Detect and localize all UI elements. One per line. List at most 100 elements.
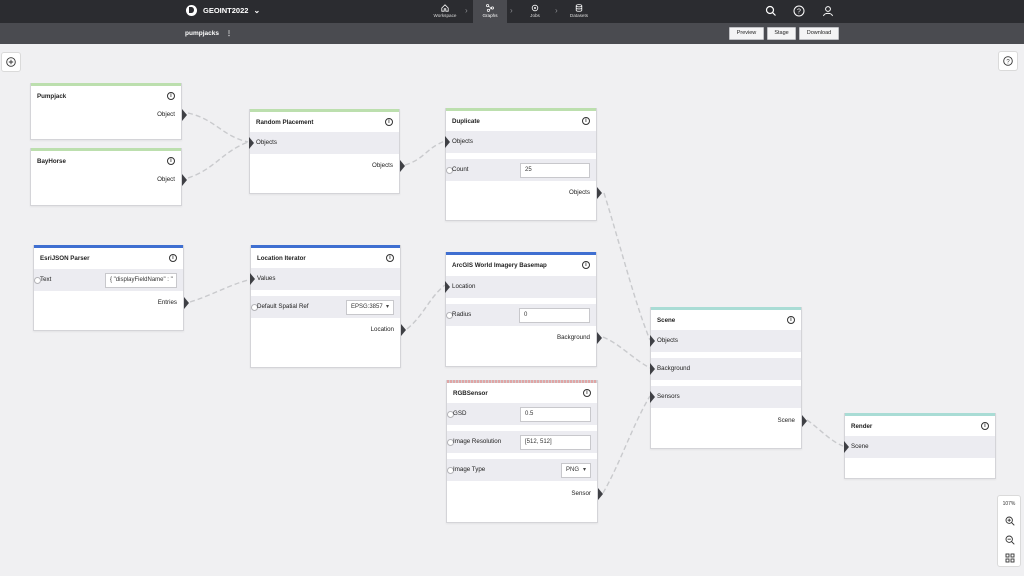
output-port[interactable]: [598, 488, 603, 500]
output-label: Objects: [569, 189, 590, 196]
gsd-input[interactable]: 0.5: [520, 407, 591, 422]
fit-view-icon[interactable]: [1005, 553, 1015, 563]
output-port[interactable]: [597, 332, 602, 344]
chevron-right-icon: ›: [555, 6, 558, 15]
image-resolution-input[interactable]: [512, 512]: [520, 435, 591, 450]
graph-icon: [486, 4, 494, 12]
graph-canvas[interactable]: Pumpjack i Object BayHorse i Object Rand…: [0, 44, 1024, 576]
output-label: Entries: [157, 299, 177, 306]
output-port[interactable]: [400, 160, 405, 172]
input-port[interactable]: [250, 301, 258, 313]
input-port[interactable]: [844, 441, 849, 453]
input-row-radius: Radius 0: [446, 304, 596, 326]
download-button[interactable]: Download: [799, 27, 839, 40]
input-port[interactable]: [446, 436, 454, 448]
tab-graphs[interactable]: Graphs: [473, 0, 507, 23]
node-rgbsensor[interactable]: RGBSensor i GSD 0.5 Image Resolution [51…: [446, 380, 603, 523]
info-icon[interactable]: i: [787, 316, 795, 324]
zoom-in-icon[interactable]: [1005, 516, 1015, 526]
input-port[interactable]: [650, 335, 655, 347]
node-arcgis-basemap[interactable]: ArcGIS World Imagery Basemap i Location …: [445, 252, 602, 367]
node-render[interactable]: Render i Scene: [844, 413, 996, 479]
jobs-icon: [531, 4, 539, 12]
tab-workspace[interactable]: Workspace: [428, 0, 462, 23]
input-port[interactable]: [445, 136, 450, 148]
info-icon[interactable]: i: [582, 261, 590, 269]
connection-layer: [187, 112, 844, 494]
output-row: Object: [31, 104, 187, 126]
tab-jobs[interactable]: Jobs: [518, 0, 552, 23]
more-options-icon[interactable]: ⋮: [225, 30, 233, 37]
node-location-iterator[interactable]: Location Iterator i Values Default Spati…: [250, 245, 406, 368]
preview-button[interactable]: Preview: [729, 27, 764, 40]
node-color-bar: [447, 380, 597, 383]
svg-text:?: ?: [1006, 59, 1010, 65]
node-color-bar: [446, 108, 596, 111]
add-node-button[interactable]: [1, 52, 21, 72]
input-port[interactable]: [33, 274, 41, 286]
search-icon[interactable]: [765, 5, 777, 17]
info-icon[interactable]: i: [169, 254, 177, 262]
output-port[interactable]: [182, 109, 187, 121]
output-row: Objects: [250, 155, 405, 177]
count-input[interactable]: 25: [520, 163, 590, 178]
input-port[interactable]: [650, 391, 655, 403]
connection-bayhorse-random: [187, 141, 249, 179]
node-bayhorse[interactable]: BayHorse i Object: [30, 148, 187, 206]
workspace-switcher[interactable]: GEOINT2022 ⌄: [186, 5, 260, 16]
info-icon[interactable]: i: [386, 254, 394, 262]
input-port[interactable]: [446, 464, 454, 476]
output-port[interactable]: [182, 174, 187, 186]
output-port[interactable]: [184, 297, 189, 309]
help-button[interactable]: ?: [998, 51, 1018, 71]
tab-datasets[interactable]: Datasets: [562, 0, 596, 23]
stage-button[interactable]: Stage: [767, 27, 796, 40]
input-row-gsd: GSD 0.5: [447, 403, 597, 425]
chevron-right-icon: ›: [465, 6, 468, 15]
radius-input[interactable]: 0: [519, 308, 590, 323]
node-random-placement[interactable]: Random Placement i Objects Objects: [249, 109, 405, 194]
workspace-name: GEOINT2022: [203, 6, 249, 15]
node-title: Scene: [657, 317, 676, 324]
output-label: Location: [370, 326, 394, 333]
tab-datasets-label: Datasets: [569, 13, 589, 18]
input-port[interactable]: [445, 281, 450, 293]
output-port[interactable]: [597, 187, 602, 199]
output-row: Sensor: [447, 483, 603, 505]
help-icon: ?: [1003, 56, 1013, 66]
input-row-spatial-ref: Default Spatial Ref EPSG:3857: [251, 296, 400, 318]
node-scene[interactable]: Scene i Objects Background Sensors Scene: [650, 307, 807, 449]
input-port[interactable]: [249, 137, 254, 149]
input-port[interactable]: [446, 408, 454, 420]
node-color-bar: [34, 245, 183, 248]
spatial-ref-select[interactable]: EPSG:3857: [346, 300, 394, 315]
node-title: Location Iterator: [257, 255, 306, 262]
info-icon[interactable]: i: [167, 157, 175, 165]
node-title: BayHorse: [37, 158, 66, 165]
input-port[interactable]: [250, 273, 255, 285]
plus-circle-icon: [6, 57, 16, 67]
node-title: Duplicate: [452, 118, 480, 125]
input-port[interactable]: [650, 363, 655, 375]
info-icon[interactable]: i: [582, 117, 590, 125]
input-port[interactable]: [445, 164, 453, 176]
output-label: Sensor: [571, 490, 591, 497]
node-esrijson-parser[interactable]: EsriJSON Parser i Text { "displayFieldNa…: [33, 245, 189, 331]
info-icon[interactable]: i: [981, 422, 989, 430]
input-label: Scene: [851, 443, 869, 450]
app-logo-icon: [186, 5, 197, 16]
help-icon[interactable]: ?: [793, 5, 805, 17]
node-duplicate[interactable]: Duplicate i Objects Count 25 Objects: [445, 108, 602, 221]
image-type-select[interactable]: PNG: [561, 463, 591, 478]
info-icon[interactable]: i: [167, 92, 175, 100]
input-port[interactable]: [445, 309, 453, 321]
user-icon[interactable]: [822, 5, 834, 17]
output-port[interactable]: [401, 324, 406, 336]
node-pumpjack[interactable]: Pumpjack i Object: [30, 83, 187, 140]
text-input[interactable]: { "displayFieldName" : ": [105, 273, 177, 288]
info-icon[interactable]: i: [385, 118, 393, 126]
info-icon[interactable]: i: [583, 389, 591, 397]
input-row-location: Location: [445, 276, 596, 298]
zoom-out-icon[interactable]: [1005, 535, 1015, 545]
output-port[interactable]: [802, 415, 807, 427]
